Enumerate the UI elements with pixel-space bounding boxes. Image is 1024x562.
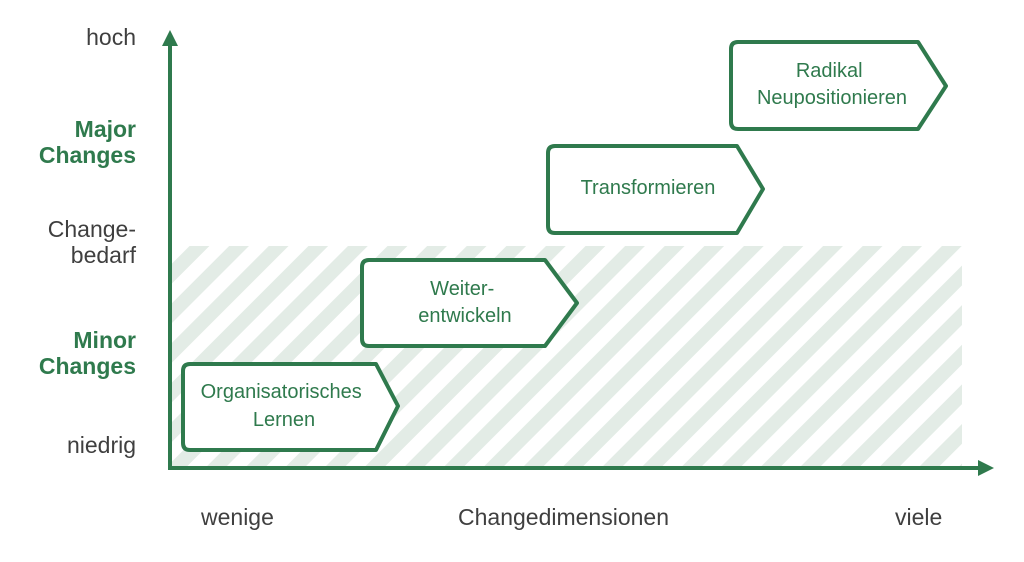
stage-label-line-1: Transformieren [581,177,716,199]
stage-shape [546,144,765,235]
stage-shape [360,258,579,348]
stage-radikal-neupositionieren: Radikal Neupositionieren [729,40,948,131]
stage-label: Weiter- entwickeln [418,278,511,327]
y-label-minor-changes: Minor Changes [38,327,136,379]
stage-label: Radikal Neupositionieren [757,60,907,109]
stage-shape [181,362,400,452]
stage-label: Transformieren [581,177,716,199]
x-axis-arrowhead [978,460,994,476]
stage-label-line-1: Radikal [796,60,863,82]
y-label-changebedarf: Change- bedarf [47,216,136,268]
y-axis-arrowhead [162,30,178,46]
stage-weiterentwickeln: Weiter- entwickeln [360,258,579,348]
x-label-viele: viele [895,504,943,530]
stage-label-line-2: entwickeln [418,305,511,327]
y-label-niedrig: niedrig [66,432,136,458]
stage-label-line-2: Neupositionieren [757,87,907,109]
stage-label: Organisatorisches Lernen [201,381,368,431]
stage-label-line-1: Organisatorisches [201,381,362,403]
stage-transformieren: Transformieren [546,144,765,235]
stage-label-line-1: Weiter- [430,278,494,300]
stage-organisatorisches-lernen: Organisatorisches Lernen [181,362,400,452]
y-label-major-changes: Major Changes [38,116,136,168]
y-label-hoch: hoch [86,24,136,50]
stage-label-line-2: Lernen [253,409,315,431]
x-label-changedimensionen: Changedimensionen [458,504,669,530]
stage-shape [729,40,948,131]
x-label-wenige: wenige [201,504,274,530]
